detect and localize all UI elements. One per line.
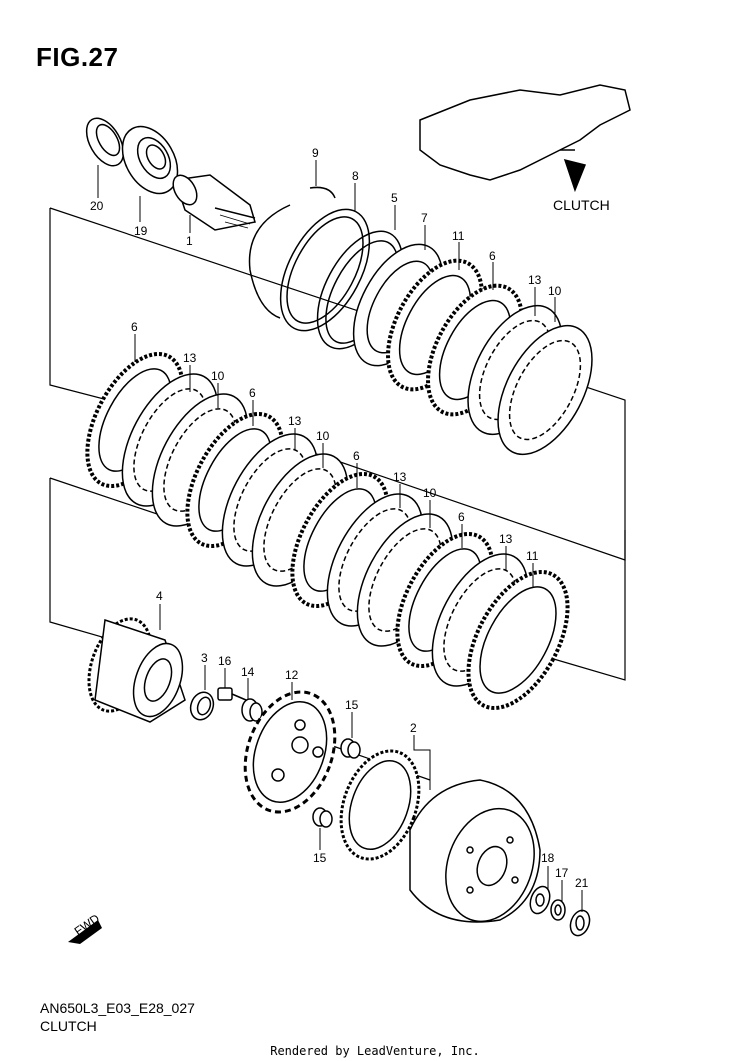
label-part-15-lower: 15 [313,851,327,865]
leader-lines [97,160,583,912]
label-part-8: 8 [352,169,359,183]
label-part-6-b: 6 [249,386,256,400]
spring-part-15-upper [340,738,361,759]
seat-plate-part-8 [279,208,371,332]
pressure-plate-part-12 [243,690,337,814]
label-part-7: 7 [421,211,428,225]
oil-seal-part-20 [85,117,125,167]
clutch-housing [409,779,541,923]
diagram-name: CLUTCH [40,1018,97,1034]
label-part-13-c: 13 [393,470,407,484]
label-part-10-upper: 10 [548,284,562,298]
label-part-15-upper: 15 [345,698,359,712]
label-part-14: 14 [241,665,255,679]
label-part-13-b: 13 [288,414,302,428]
label-part-11-upper: 11 [452,229,465,243]
spring-part-14 [241,698,263,722]
label-part-13-d: 13 [499,532,513,546]
label-part-1: 1 [186,234,193,248]
label-part-11-lower: 11 [526,549,539,563]
label-part-13-upper: 13 [528,273,542,287]
spacer-part-3 [189,691,215,721]
label-part-10-a: 10 [211,369,225,383]
label-part-18: 18 [541,851,555,865]
engine-callout-illustration [419,84,631,193]
label-part-10-b: 10 [316,429,330,443]
label-part-16: 16 [218,654,232,668]
label-part-2: 2 [410,721,417,735]
bolt-part-16 [217,687,247,701]
label-part-6-c: 6 [353,449,360,463]
label-part-5: 5 [391,191,398,205]
washer-part-18 [529,885,551,915]
sleeve-hub-part-4 [87,617,186,723]
label-part-6-upper: 6 [489,249,496,263]
bearing-part-19 [121,125,179,195]
label-part-4: 4 [156,589,163,603]
label-part-21: 21 [575,876,589,890]
label-part-13-a: 13 [183,351,197,365]
label-part-6-a: 6 [131,320,138,334]
callout-clutch-label: CLUTCH [553,197,610,213]
figure-title: FIG.27 [36,42,119,72]
friction-plate-part-11-lower [466,570,570,710]
part-number-labels: 20 19 1 9 8 5 7 11 6 13 10 6 13 10 6 13 … [90,146,589,890]
wire-ring-part-9 [248,186,336,319]
fwd-arrow-icon: FWD [68,911,102,944]
nut-part-17 [550,899,566,921]
spring-part-15-lower [312,807,333,828]
label-part-3: 3 [201,651,208,665]
footer-credit: Rendered by LeadVenture, Inc. [270,1044,480,1058]
shaft-part-1 [172,174,256,231]
one-way-clutch-part-2 [339,749,421,861]
bearing-part-21 [569,909,591,937]
plate-part-10-upper [497,324,593,456]
label-part-10-c: 10 [423,486,437,500]
label-part-20: 20 [90,199,104,213]
label-part-6-d: 6 [458,510,465,524]
diagram-code: AN650L3_E03_E28_027 [40,1000,195,1016]
label-part-9: 9 [312,146,319,160]
label-part-17: 17 [555,866,569,880]
label-part-12: 12 [285,668,299,682]
plate-group-frame-lower [49,477,626,781]
label-part-19: 19 [134,224,148,238]
